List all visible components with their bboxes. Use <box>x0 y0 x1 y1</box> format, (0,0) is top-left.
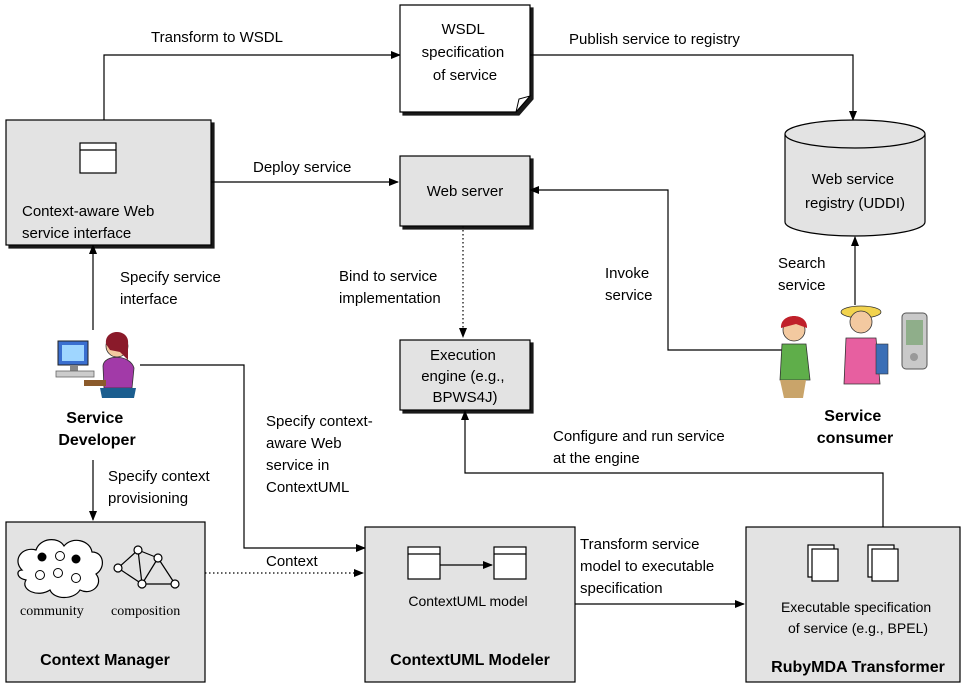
rubymda-transformer-box: Executable specification of service (e.g… <box>745 526 961 683</box>
window-icon <box>79 142 117 174</box>
web-server-box: Web server <box>399 155 531 227</box>
model-class-icon-right <box>493 546 527 580</box>
executable-spec-label: Executable specification of service (e.g… <box>781 599 935 636</box>
registry-label: Web service registry (UDDI) <box>805 171 905 212</box>
contextuml-modeler-box: ContextUML model ContextUML Modeler <box>364 526 576 683</box>
service-consumer-figure <box>779 305 928 398</box>
wsdl-document-label: WSDL specification of service <box>422 21 509 84</box>
edge-label-transform-model: Transform service model to executable sp… <box>580 536 718 597</box>
edge-publish <box>530 54 857 121</box>
service-consumer-label: Service consumer <box>817 408 893 447</box>
edge-label-transform-wsdl: Transform to WSDL <box>151 29 283 46</box>
service-developer-label: Service Developer <box>58 410 135 449</box>
edge-specify-contextuml <box>140 364 366 552</box>
edge-label-search: Search service <box>778 255 830 294</box>
model-class-icon-left <box>407 546 441 580</box>
edge-label-specify-contextuml: Specify context- aware Web service in Co… <box>266 413 377 496</box>
edge-label-deploy: Deploy service <box>253 159 351 176</box>
composition-graph-icon <box>113 545 180 589</box>
contextuml-model-label: ContextUML model <box>408 593 527 609</box>
interface-label: Context-aware Web service interface <box>22 203 158 242</box>
community-label: community <box>20 604 84 619</box>
edge-label-bind: Bind to service implementation <box>339 268 442 307</box>
edge-label-configure: Configure and run service at the engine <box>553 428 729 467</box>
context-manager-title: Context Manager <box>40 652 170 669</box>
execution-engine-box: Execution engine (e.g., BPWS4J) <box>399 339 531 411</box>
cloud-icon <box>17 539 103 599</box>
composition-label: composition <box>111 604 180 619</box>
edge-transform-wsdl <box>103 51 401 120</box>
rubymda-transformer-title: RubyMDA Transformer <box>771 659 945 676</box>
edge-label-context: Context <box>266 553 319 570</box>
edge-configure <box>461 410 884 527</box>
edge-label-provisioning: Specify context provisioning <box>108 468 214 507</box>
edge-label-publish: Publish service to registry <box>569 31 740 48</box>
context-manager-box: community composition Context Manager <box>5 521 206 683</box>
wsdl-document-box: WSDL specification of service <box>399 4 532 113</box>
registry-cylinder: Web service registry (UDDI) <box>784 119 926 237</box>
edge-label-invoke: Invoke service <box>605 265 653 304</box>
execution-engine-label: Execution engine (e.g., BPWS4J) <box>421 347 509 406</box>
contextuml-modeler-title: ContextUML Modeler <box>390 652 550 669</box>
edge-label-specify-interface: Specify service interface <box>120 269 225 308</box>
service-developer-figure <box>55 332 136 398</box>
interface-box: Context-aware Web service interface <box>5 119 212 246</box>
connectors <box>89 51 884 608</box>
edge-invoke <box>529 186 783 351</box>
document-stack-icon-right <box>867 544 899 582</box>
document-stack-icon-left <box>807 544 839 582</box>
web-server-label: Web server <box>427 183 503 200</box>
